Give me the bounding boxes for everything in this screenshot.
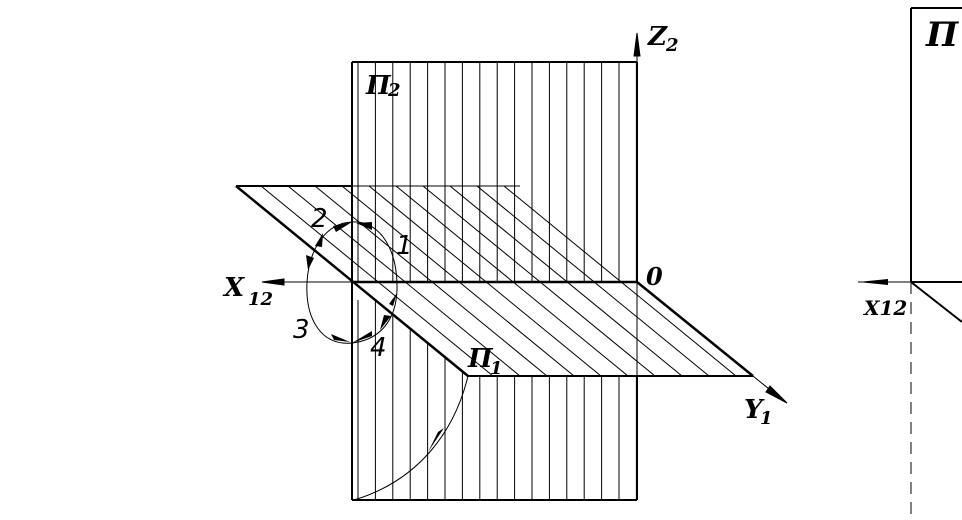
epure-x-arrow-icon	[858, 279, 888, 285]
axes	[261, 32, 788, 404]
y-axis-subscript: 1	[760, 408, 773, 429]
origin-label: 0	[646, 262, 663, 291]
x-axis-arrow-icon	[261, 278, 285, 286]
y-axis-arrow-icon	[765, 385, 788, 404]
x-axis-subscript: 12	[248, 289, 273, 310]
epure-plane-label: Π	[925, 15, 960, 55]
epure-drawing	[858, 7, 962, 520]
frontal-plane-label: Π	[365, 71, 392, 101]
horizontal-plane-label: Π	[467, 344, 494, 374]
z-axis-arrow-icon	[633, 32, 641, 57]
arrow-heads	[306, 222, 444, 452]
z-axis-subscript: 2	[665, 35, 679, 56]
y-axis-label: Y	[744, 395, 765, 425]
epure-x-axis-label: X12	[862, 296, 907, 320]
rotation-arrows	[306, 221, 469, 501]
x-axis-label: X	[222, 273, 246, 303]
frontal-plane-subscript: 2	[387, 80, 401, 101]
quadrant-1-label: 1	[396, 231, 413, 261]
horizontal-plane-outline	[235, 185, 754, 377]
frontal-plane-outline	[351, 61, 638, 501]
quadrant-3-label: 3	[293, 315, 310, 345]
horizontal-plane-subscript: 1	[490, 358, 503, 379]
horizontal-hatch-line	[692, 186, 753, 376]
quadrant-2-label: 2	[311, 204, 328, 234]
quadrant-4-label: 4	[370, 333, 387, 363]
z-axis-label: Z	[647, 22, 668, 52]
